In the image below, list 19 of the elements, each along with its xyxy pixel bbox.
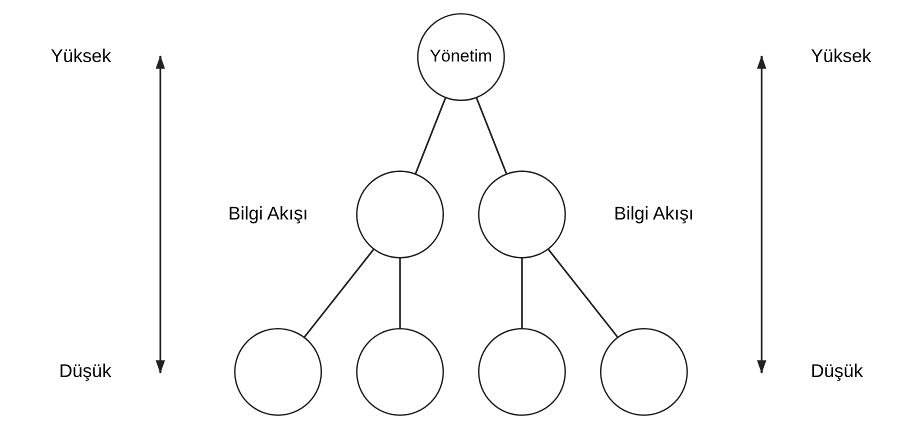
connector	[546, 248, 618, 338]
label: Bilgi Akışı	[613, 202, 694, 224]
connector	[475, 97, 507, 174]
node-circle: Yönetim	[416, 13, 504, 102]
node-circle	[356, 170, 444, 258]
connector	[303, 248, 374, 338]
node-circle	[478, 170, 566, 258]
label: Düşük	[58, 360, 111, 381]
label: Yüksek	[50, 44, 111, 66]
node-circle	[234, 328, 322, 416]
label: Bilgi Akışı	[228, 202, 308, 224]
node-circle	[599, 328, 688, 416]
connector	[414, 97, 446, 174]
node-circle	[478, 328, 566, 416]
label: Düşük	[810, 360, 862, 381]
node-circle	[356, 328, 444, 416]
label: Yüksek	[810, 44, 871, 66]
connector	[398, 258, 400, 328]
connector	[520, 258, 522, 328]
